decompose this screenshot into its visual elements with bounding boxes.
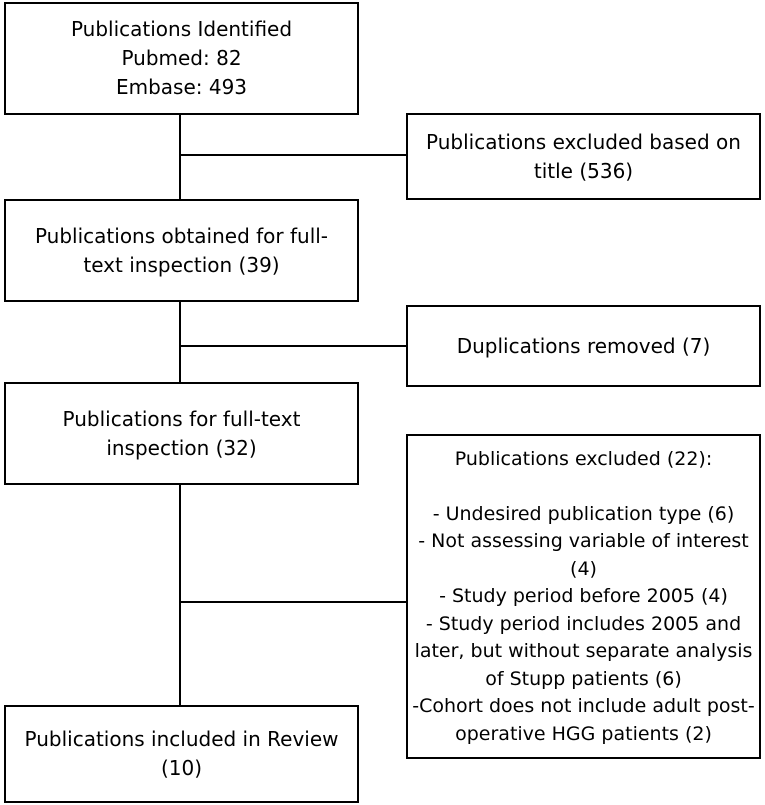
publications-included-box: Publications included in Review (10) <box>4 705 359 803</box>
box-text: Publications obtained for full- <box>34 223 329 248</box>
excluded-reason: of Stupp patients (6) <box>485 667 682 690</box>
excluded-heading: Publications excluded (22): <box>454 448 713 470</box>
publications-fulltext-box: Publications for full-text inspection (3… <box>4 382 359 485</box>
box-text: Duplications removed (7) <box>456 333 711 358</box>
excluded-reason: - Study period includes 2005 and <box>425 612 742 635</box>
box-text: Embase: 493 <box>115 75 248 99</box>
box-text: (10) <box>160 756 203 780</box>
publications-identified-box: Publications Identified Pubmed: 82 Embas… <box>4 2 359 115</box>
duplications-removed-box: Duplications removed (7) <box>406 305 761 387</box>
excluded-title-box: Publications excluded based on title (53… <box>406 113 761 200</box>
excluded-reason: -Cohort does not include adult post- <box>412 695 755 717</box>
box-text: inspection (32) <box>106 435 257 460</box>
excluded-reason: operative HGG patients (2) <box>455 722 712 745</box>
branch-line-duplications <box>181 345 408 347</box>
excluded-reason: (4) <box>570 557 597 580</box>
box-text: Publications included in Review <box>24 727 339 751</box>
box-text: Publications for full-text <box>62 406 301 431</box>
excluded-reason: - Undesired publication type (6) <box>432 502 735 525</box>
box-text: title (536) <box>533 158 634 183</box>
box-text: Pubmed: 82 <box>121 46 242 70</box>
excluded-reason: - Study period before 2005 (4) <box>439 585 728 607</box>
branch-line-excluded-title <box>181 154 408 156</box>
excluded-reason: later, but without separate analysis <box>414 640 753 662</box>
box-text: Publications excluded based on <box>426 129 741 154</box>
box-text: text inspection (39) <box>83 252 280 277</box>
box-text: Publications Identified <box>70 17 293 41</box>
excluded-reason: - Not assessing variable of interest <box>418 530 749 552</box>
branch-line-excluded <box>181 601 408 603</box>
publications-excluded-box: Publications excluded (22): - Undesired … <box>406 434 761 759</box>
publications-obtained-box: Publications obtained for full- text ins… <box>4 199 359 302</box>
